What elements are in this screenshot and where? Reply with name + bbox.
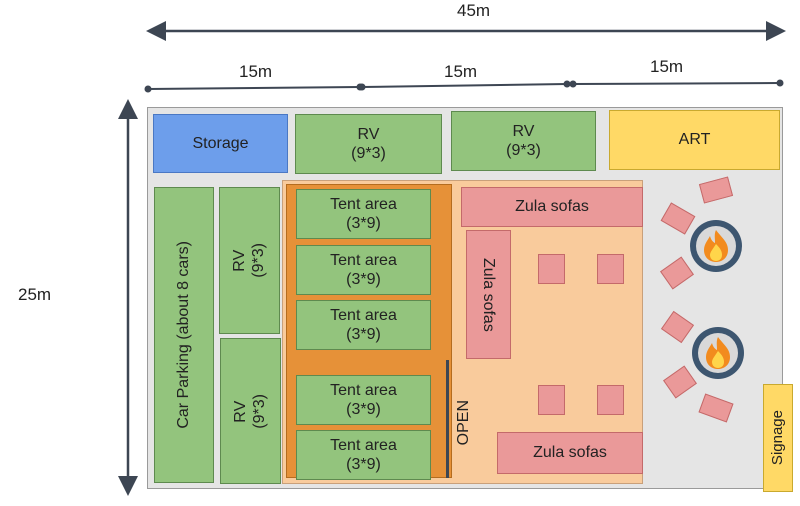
segment-1-label: 15m [239,62,273,81]
segment-3-label: 15m [650,57,684,76]
zula-sofas-top: Zula sofas [461,187,643,227]
zula-sofas-bottom: Zula sofas [497,432,643,474]
rv-left-2-zone: RV(9*3) [220,338,281,484]
zula-label: Zula sofas [480,257,498,332]
total-width-label: 45m [457,1,491,20]
tent-size: (3*9) [346,401,381,418]
rv-label: RV [357,125,380,143]
tent-area-3: Tent area (3*9) [296,300,431,350]
rv-label: RV [512,122,535,140]
tent-size: (3*9) [346,456,381,473]
storage-zone: Storage [153,114,288,173]
lounge-table [538,254,565,284]
signage-label: Signage [769,410,786,466]
tent-label: Tent area [330,195,397,213]
segment-2-label: 15m [444,62,478,81]
lounge-table [597,385,624,415]
tent-label: Tent area [330,381,397,399]
art-zone: ART [609,110,780,170]
rv-size: (9*3) [351,145,386,162]
car-parking-label: Car Parking (about 8 cars) [175,241,193,429]
zula-label: Zula sofas [515,198,589,216]
tent-area-2: Tent area (3*9) [296,245,431,295]
car-parking-zone: Car Parking (about 8 cars) [154,187,214,483]
tent-area-4: Tent area (3*9) [296,375,431,425]
tent-area-5: Tent area (3*9) [296,430,431,480]
open-label: OPEN [455,400,472,446]
rv-left-1-zone: RV(9*3) [219,187,280,334]
storage-label: Storage [192,134,249,152]
lounge-table [538,385,565,415]
tent-label: Tent area [330,251,397,269]
height-label: 25m [18,285,52,304]
tent-label: Tent area [330,306,397,324]
tent-size: (3*9) [346,215,381,232]
zula-sofas-left: Zula sofas [466,230,511,359]
rv-top-1-zone: RV (9*3) [295,114,442,174]
segment-2-line [361,83,568,88]
rv-top-2-zone: RV (9*3) [451,111,596,171]
zula-label: Zula sofas [533,444,607,462]
tent-size: (3*9) [346,326,381,343]
rv-label: RV [232,400,250,422]
segment-1-line [147,86,361,90]
tent-size: (3*9) [346,271,381,288]
rv-size: (9*3) [251,393,269,429]
signage-zone: Signage [763,384,793,492]
rv-size: (9*3) [250,243,268,278]
tent-label: Tent area [330,436,397,454]
rv-size: (9*3) [506,142,541,159]
tent-area-1: Tent area (3*9) [296,189,431,239]
segment-3-line [572,82,781,85]
lounge-table [597,254,624,284]
art-label: ART [678,131,711,149]
rv-label: RV [231,249,249,272]
open-edge-line [446,360,449,478]
